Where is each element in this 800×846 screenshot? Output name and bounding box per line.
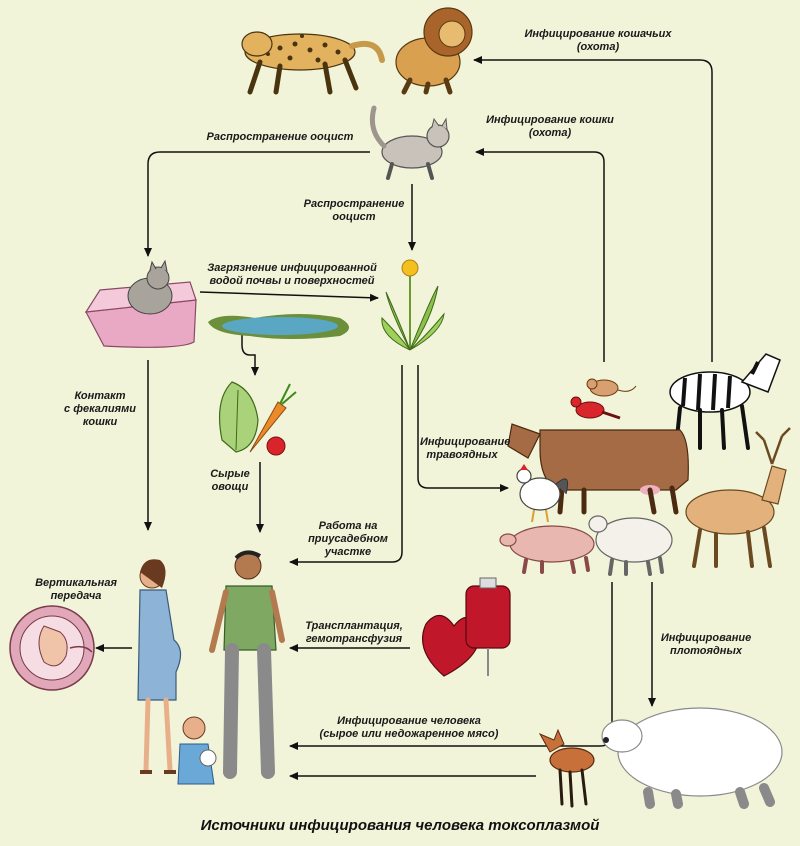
label-line: (охота) (576, 41, 620, 53)
label-line: Инфицирование человека (337, 715, 481, 727)
label-line: овощи (211, 481, 249, 493)
label-oocyst-spread-down: Распространение ооцист (298, 198, 410, 224)
label-garden-work: Работа на приусадебном участке (300, 520, 396, 559)
arrow-mouse-to-cat (475, 148, 605, 362)
label-line: Инфицирование кошки (486, 114, 614, 126)
label-line: Инфицирование кошачьих (524, 28, 672, 40)
label-line: передача (50, 590, 102, 602)
fetus-icon (9, 605, 95, 691)
pond-icon (208, 314, 349, 339)
arrow-pond-to-vegetables (241, 318, 259, 376)
label-line: приусадебном (308, 533, 388, 545)
dandelion-icon (381, 259, 445, 351)
label-line: Загрязнение инфицированной (207, 262, 377, 274)
bird-icon (570, 396, 621, 420)
label-line: Инфицирование (420, 436, 511, 448)
arrow-cat-to-litter (144, 151, 370, 257)
arrow-dandelion-to-herbivores (417, 365, 509, 492)
label-line: ооцист (332, 211, 376, 223)
label-line: Инфицирование (660, 632, 752, 644)
label-herbivore-infection: Инфицирование травоядных (420, 436, 511, 462)
zebra-icon (669, 353, 781, 450)
label-line: Работа на (318, 520, 378, 532)
label-line: водой почвы и поверхностей (209, 275, 375, 287)
label-transplant: Трансплантация, гемотрансфузия (294, 620, 414, 646)
arrow-dandelion-to-garden (289, 365, 403, 566)
label-vertical-transmission: Вертикальная передача (26, 577, 126, 603)
blood-bag-icon (465, 577, 511, 676)
cat-icon (369, 105, 450, 180)
leopard-icon (241, 31, 385, 95)
label-line: Контакт (74, 390, 126, 402)
label-raw-vegetables: Сырые овощи (204, 468, 256, 494)
label-feces-contact: Контакт с фекалиями кошки (60, 390, 140, 429)
polar-bear-icon (601, 707, 783, 809)
label-line: с фекалиями (64, 403, 136, 415)
label-cat-infection: Инфицирование кошки (охота) (470, 114, 630, 140)
child-icon (177, 716, 217, 785)
label-line: Распространение (303, 198, 405, 210)
deer-icon (685, 427, 791, 568)
pig-icon (499, 525, 595, 574)
man-icon (209, 550, 285, 779)
fox-icon (538, 728, 595, 808)
mouse-icon (586, 378, 637, 397)
label-line: травоядных (426, 449, 498, 461)
label-line: Сырые (210, 468, 250, 480)
label-carnivore-infection: Инфицирование плотоядных (656, 632, 756, 658)
label-human-infection: Инфицирование человека (сырое или недожа… (300, 715, 518, 741)
label-line: (сырое или недожаренное мясо) (319, 728, 499, 740)
label-line: кошки (82, 416, 118, 428)
label-line: плотоядных (670, 645, 742, 657)
label-line: участке (324, 546, 372, 558)
label-oocyst-spread-left: Распространение ооцист (200, 131, 360, 144)
lion-icon (395, 7, 473, 95)
pregnant-woman-icon (137, 559, 182, 774)
arrow-litter-to-dandelion (199, 291, 379, 302)
label-felid-infection: Инфицирование кошачьих (охота) (508, 28, 688, 54)
arrow-zebra-to-felids (473, 56, 713, 362)
label-line: Вертикальная (35, 577, 117, 589)
litter-box-icon (84, 259, 197, 348)
label-line: Распространение ооцист (206, 131, 354, 143)
figure-caption: Источники инфицирования человека токсопл… (200, 817, 600, 834)
rooster-icon (516, 464, 569, 523)
label-contamination: Загрязнение инфицированной водой почвы и… (200, 262, 384, 288)
label-line: (охота) (528, 127, 572, 139)
label-line: гемотрансфузия (305, 633, 403, 645)
vegetables-icon (219, 381, 297, 456)
sheep-icon (588, 515, 673, 576)
cow-icon (507, 423, 689, 515)
label-line: Трансплантация, (305, 620, 403, 632)
